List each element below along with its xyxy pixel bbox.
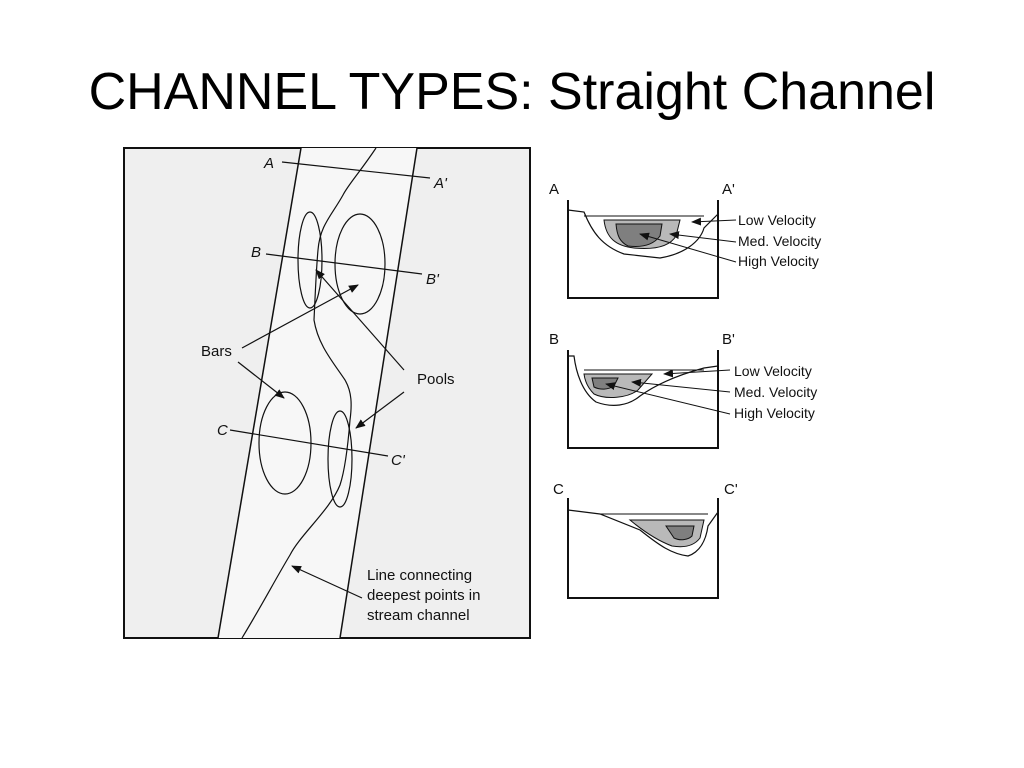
cross-section-a-end-label: A' <box>722 181 735 198</box>
pools-label: Pools <box>417 371 455 388</box>
pool-upper-right <box>334 213 386 315</box>
cross-section-b-med-arrow <box>631 378 731 393</box>
section-b-end-label: B' <box>426 271 440 288</box>
channel-right-bank <box>339 147 418 639</box>
cross-section-a-start-label: A <box>549 181 559 198</box>
slide-title: CHANNEL TYPES: Straight Channel <box>88 63 936 121</box>
cross-section-b: B B' Low Velocity Med. Velocity High Vel… <box>549 331 817 449</box>
thalweg-label-line-3: stream channel <box>367 607 470 624</box>
cross-section-c-end-label: C' <box>724 481 738 498</box>
thalweg-arrow <box>291 565 363 599</box>
cross-section-a-high-velocity <box>615 223 663 247</box>
cross-section-a-low-arrow <box>691 217 737 226</box>
thalweg-label-line-2: deepest points in <box>367 587 480 604</box>
section-a-start-label: A <box>263 155 274 172</box>
cross-section-b-med-velocity-label: Med. Velocity <box>734 384 817 400</box>
pools-arrow-lower <box>355 391 405 429</box>
cross-section-b-box <box>567 350 719 449</box>
bars-arrow-lower <box>237 361 285 399</box>
section-line-a <box>281 161 431 179</box>
section-line-c <box>229 429 389 457</box>
cross-section-b-high-arrow <box>605 382 731 415</box>
section-c-end-label: C' <box>391 452 406 469</box>
section-a-end-label: A' <box>433 175 448 192</box>
cross-section-b-high-velocity-label: High Velocity <box>734 405 815 421</box>
cross-section-a-box <box>567 200 719 299</box>
cross-section-c: C C' <box>553 481 738 599</box>
section-b-start-label: B <box>251 244 261 261</box>
cross-section-b-start-label: B <box>549 331 559 348</box>
section-c-start-label: C <box>217 422 228 439</box>
channel-body <box>218 148 417 638</box>
cross-section-a-med-velocity-label: Med. Velocity <box>738 233 821 249</box>
cross-section-a-med-arrow <box>669 231 737 243</box>
cross-section-b-low-velocity-label: Low Velocity <box>734 363 812 379</box>
cross-section-a: A A' Low Velocity Med. Velocity High Vel… <box>549 181 821 299</box>
cross-section-c-start-label: C <box>553 481 564 498</box>
thalweg-line <box>241 147 377 639</box>
cross-section-b-end-label: B' <box>722 331 735 348</box>
cross-section-a-high-arrow <box>639 232 737 263</box>
section-line-b <box>265 253 423 275</box>
cross-section-a-low-velocity-label: Low Velocity <box>738 212 816 228</box>
pools-arrow-upper <box>315 269 405 371</box>
cross-section-a-high-velocity-label: High Velocity <box>738 253 819 269</box>
bar-lower-right <box>327 410 353 508</box>
channel-left-bank <box>217 147 302 639</box>
cross-section-c-high-velocity <box>665 525 695 541</box>
bar-upper-left <box>297 211 323 309</box>
thalweg-label-line-1: Line connecting <box>367 567 472 584</box>
plan-view: A A' B B' C C' Bars Pools Line connectin… <box>123 147 531 639</box>
cross-section-b-low-arrow <box>663 369 731 378</box>
cross-section-c-box <box>567 498 719 599</box>
bars-label: Bars <box>201 343 232 360</box>
